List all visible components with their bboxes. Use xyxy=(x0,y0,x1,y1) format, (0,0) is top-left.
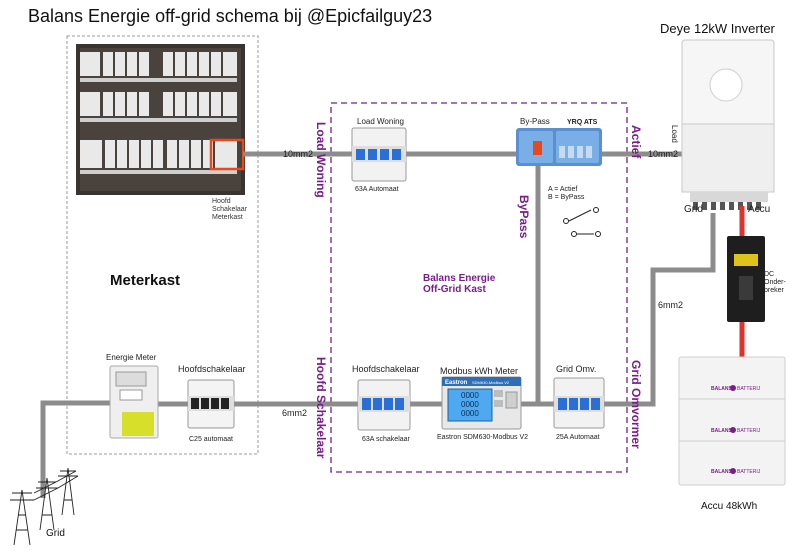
meter-model-small: SDM630-Modbus V2 xyxy=(472,380,510,385)
dc-breaker-label-line2: Onder- xyxy=(764,279,786,286)
meterkast-panel xyxy=(76,44,245,195)
meterkast-label: Meterkast xyxy=(110,272,180,289)
meterkast-hoofdschakelaar-label: Hoofdschakelaar xyxy=(178,364,246,374)
main-switch-label-line1: Hoofd xyxy=(212,198,231,205)
meterkast-frame xyxy=(66,35,259,455)
cable-label-grid-to-inverter: 6mm2 xyxy=(658,300,683,310)
dc-breaker-label-line3: breker xyxy=(764,287,785,294)
inverter-grid-port: Grid xyxy=(684,204,703,215)
load-woning-label: Load Woning xyxy=(357,117,404,126)
breaker-63a-main xyxy=(357,379,411,431)
ats-switch-symbol xyxy=(563,207,601,237)
breaker-25a xyxy=(553,377,605,429)
modbus-meter-device xyxy=(441,376,522,430)
automaat-63a-label: 63A Automaat xyxy=(355,186,399,193)
grid-omv-label: Grid Omv. xyxy=(556,364,596,374)
offgrid-box-title-line2: Off-Grid Kast xyxy=(423,284,486,295)
energy-meter-device xyxy=(109,365,159,439)
main-switch-label-line2: Schakelaar xyxy=(212,206,248,213)
offgrid-box-title-line1: Balans Energie xyxy=(423,273,496,284)
battery-module-1-sub: BATTERIJ xyxy=(737,386,761,392)
battery-label: Accu 48kWh xyxy=(701,501,757,512)
battery-module-2-sub: BATTERIJ xyxy=(737,428,761,434)
inverter-device xyxy=(681,39,775,210)
energy-meter-label: Energie Meter xyxy=(106,353,157,362)
modbus-meter-label: Modbus kWh Meter xyxy=(440,366,518,376)
cable-label-top: 10mm2 xyxy=(283,149,313,159)
meter-display-row2: 0000 xyxy=(461,400,479,409)
meter-brand: Eastron xyxy=(445,380,468,386)
cable-label-inverter-in: 10mm2 xyxy=(648,149,678,159)
automaat-25a-label: 25A Automaat xyxy=(556,434,600,441)
c25-label: C25 automaat xyxy=(189,436,233,443)
dc-breaker-label-line1: DC xyxy=(764,271,774,278)
box-hoofdschakelaar-label: Hoofdschakelaar xyxy=(352,364,420,374)
breaker-c25 xyxy=(187,379,235,429)
battery-module-2-brand: BALANS xyxy=(711,428,732,434)
inverter-title: Deye 12kW Inverter xyxy=(660,21,776,36)
breaker-63a-load xyxy=(351,127,407,182)
battery-stack xyxy=(678,356,786,486)
page-title: Balans Energie off-grid schema bij @Epic… xyxy=(28,6,432,26)
dc-breaker-device xyxy=(727,236,765,322)
bypass-label: By-Pass xyxy=(520,117,550,126)
ats-legend-b: B = ByPass xyxy=(548,194,585,201)
battery-module-3-sub: BATTERIJ xyxy=(737,469,761,475)
side-label-hoofd-schakelaar: Hoofd Schakelaar xyxy=(314,357,328,459)
ats-switch xyxy=(516,128,602,166)
ats-legend-a: A = Actief xyxy=(548,186,577,193)
yrq-ats-label: YRQ ATS xyxy=(567,119,598,126)
side-label-actief: Actief xyxy=(629,125,643,159)
grid-pylons-icon xyxy=(10,467,79,546)
inverter-accu-port: Accu xyxy=(748,204,770,215)
cable-routes xyxy=(40,151,716,498)
grid-label: Grid xyxy=(46,528,65,539)
offgrid-box-frame xyxy=(330,102,628,473)
battery-module-1-brand: BALANS xyxy=(711,386,732,392)
side-label-grid-omvormer: Grid Omvormer xyxy=(629,360,643,449)
side-label-load-woning: Load Woning xyxy=(314,122,328,198)
cable-label-bottom: 6mm2 xyxy=(282,408,307,418)
eastron-label: Eastron SDM630-Modbus V2 xyxy=(437,434,528,441)
schakelaar-63a-label: 63A schakelaar xyxy=(362,436,411,443)
main-switch-label-line3: Meterkast xyxy=(212,214,243,221)
inverter-load-port: Load xyxy=(670,125,679,143)
meter-display-row1: 0000 xyxy=(461,391,479,400)
meter-display-row3: 0000 xyxy=(461,409,479,418)
side-label-bypass: ByPass xyxy=(517,195,531,239)
battery-module-3-brand: BALANS xyxy=(711,469,732,475)
